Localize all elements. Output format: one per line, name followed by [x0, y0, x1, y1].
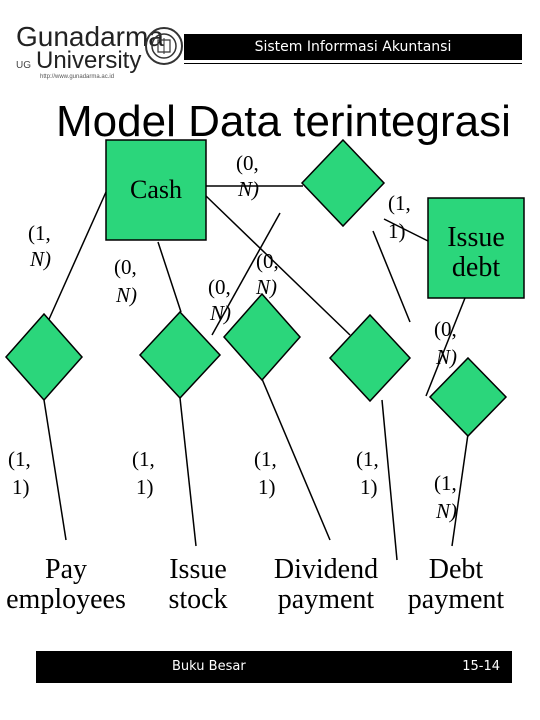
entity-issue-stock-label-2: stock [168, 584, 227, 615]
entity-issue-debt-label-1: Issue [447, 222, 505, 253]
entity-issue-debt-label-2: debt [452, 252, 500, 283]
bottom-entities: Pay employees Issue stock Dividend payme… [6, 554, 504, 615]
relationship-cash-debt[interactable] [300, 138, 386, 228]
line-cash-dividend-rel [205, 195, 351, 336]
footer-left-text: Buku Besar [172, 659, 246, 674]
line-stock-rel-issue-stock [179, 397, 197, 547]
entity-cash[interactable]: Cash [105, 139, 207, 241]
line-cash-stock-rel [157, 241, 182, 313]
card-div-mid-b-1: (0, [208, 275, 231, 299]
card-stock-bot-2: 1) [136, 475, 154, 499]
header-title-bar: Sistem Inforrmasi Akuntansi [184, 34, 522, 60]
card-pay-top-1: (1, [28, 221, 51, 245]
cardinality-labels: (0, N) (1, 1) (1, N) (0, N) (0, N) (0, N… [8, 151, 457, 523]
logo-line2: University [36, 47, 141, 74]
line-debt-rel-issue-debt [383, 218, 433, 244]
card-div2-bot-1: (1, [356, 447, 379, 471]
relationship-dividend[interactable] [328, 313, 412, 403]
entity-pay-employees-label-1: Pay [45, 554, 87, 585]
card-debtpay-top-1: (0, [434, 317, 457, 341]
card-debtpay-top-2: N) [435, 345, 457, 369]
logo-url: http://www.gunadarma.ac.id [40, 74, 114, 80]
card-cash-top-2: N) [237, 177, 259, 201]
slide-title: Model Data terintegrasi [56, 97, 511, 146]
logo-prefix: UG [16, 60, 31, 71]
page-number: 15-14 [462, 659, 500, 674]
entity-debt-payment-label-1: Debt [429, 554, 484, 585]
university-logo: Gunadarma UG University http://www.gunad… [16, 21, 183, 80]
relationship-pay[interactable] [4, 312, 84, 402]
line-stock-rel-dividend [261, 378, 331, 541]
line-issue-debt-debtpay-rel [425, 297, 466, 397]
line-dividend-rel-dividend [381, 399, 398, 561]
card-pay-bot-2: 1) [12, 475, 30, 499]
header-divider [184, 63, 522, 64]
card-debt-top-2: 1) [388, 219, 406, 243]
relationship-stock-2[interactable] [222, 292, 302, 382]
entity-dividend-label-2: payment [278, 584, 375, 615]
card-debt-top-1: (1, [388, 191, 411, 215]
entity-dividend-label-1: Dividend [274, 554, 378, 585]
line-cash-pay-rel [45, 191, 107, 327]
relationship-debt-payment[interactable] [428, 356, 508, 438]
card-stock-bot-1: (1, [132, 447, 155, 471]
entity-pay-employees-label-2: employees [6, 584, 126, 615]
logo-line1: Gunadarma [16, 21, 164, 52]
line-debt-rel-dividend-rel [372, 230, 411, 323]
card-debtpay-bot-2: N) [435, 499, 457, 523]
footer-bar: Buku Besar 15-14 [36, 651, 512, 683]
card-stock-top-2: N) [115, 283, 137, 307]
card-div-mid-a-1: (0, [256, 249, 279, 273]
card-div-bot-1: (1, [254, 447, 277, 471]
header-title: Sistem Inforrmasi Akuntansi [254, 39, 452, 55]
entity-issue-stock-label-1: Issue [169, 554, 227, 585]
university-seal-icon [145, 27, 183, 65]
card-cash-top-1: (0, [236, 151, 259, 175]
relationship-lines [43, 185, 469, 561]
line-debtpay-rel-debt-payment [451, 433, 469, 547]
line-debt-rel-stock-rel [211, 212, 281, 336]
card-div-mid-a-2: N) [255, 275, 277, 299]
card-div2-bot-2: 1) [360, 475, 378, 499]
card-pay-top-2: N) [29, 247, 51, 271]
card-pay-bot-1: (1, [8, 447, 31, 471]
card-div-mid-b-2: N) [209, 301, 231, 325]
relationship-stock[interactable] [138, 310, 222, 400]
entity-issue-debt[interactable]: Issue debt [427, 197, 525, 299]
entity-cash-label: Cash [130, 175, 182, 204]
card-div-bot-2: 1) [258, 475, 276, 499]
line-pay-rel-pay-employees [43, 399, 67, 541]
card-stock-top-1: (0, [114, 255, 137, 279]
card-debtpay-bot-1: (1, [434, 471, 457, 495]
entity-debt-payment-label-2: payment [408, 584, 505, 615]
